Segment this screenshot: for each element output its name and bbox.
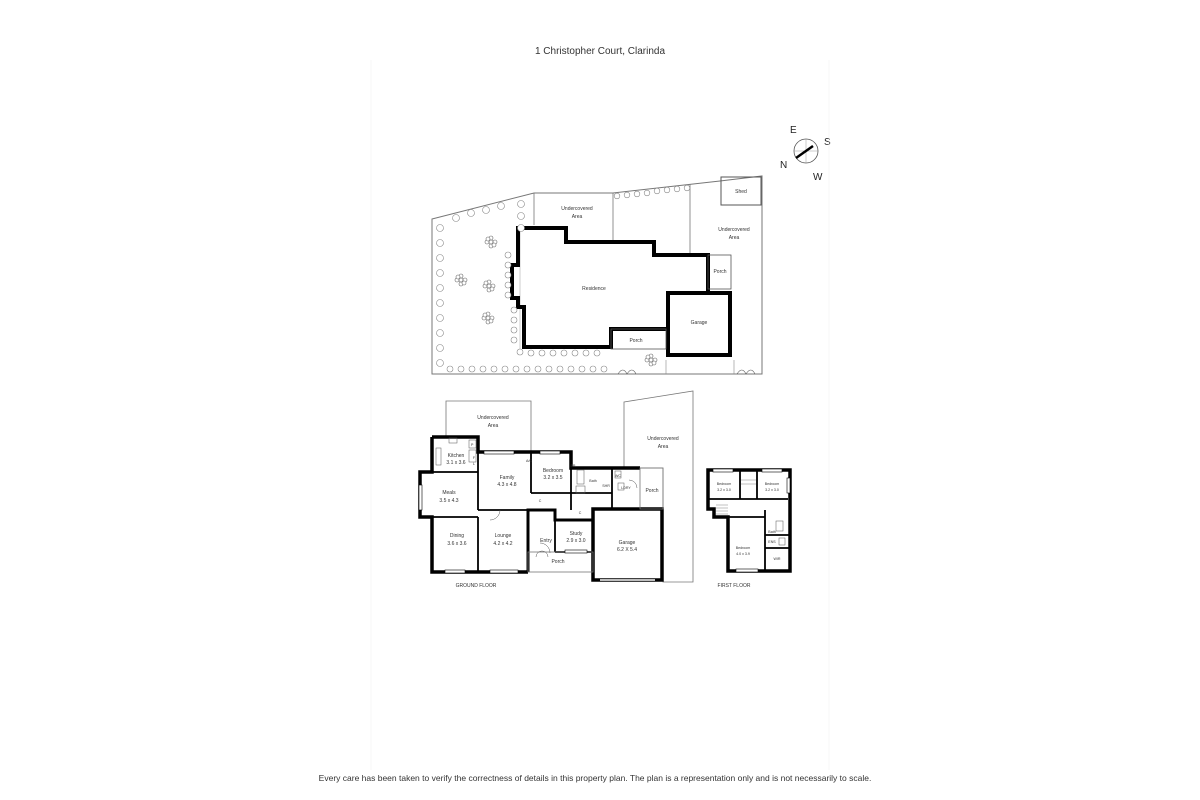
ff-bath-label: Bath — [768, 530, 775, 534]
gf-ac-label: A/C — [526, 459, 532, 463]
gf-lounge-dims: 4.2 x 4.2 — [493, 541, 512, 547]
gf-meals-label: Meals — [442, 490, 456, 496]
site-undercovered-top-label-2: Area — [572, 214, 583, 220]
site-plan: Shed Undercovered Area Undercovered Area… — [431, 175, 763, 375]
disclaimer-text: Every care has been taken to verify the … — [318, 773, 872, 783]
gf-caption: GROUND FLOOR — [456, 583, 497, 589]
gf-study-label: Study — [570, 531, 583, 537]
site-porch-front-label: Porch — [629, 338, 642, 344]
gf-family-label: Family — [500, 475, 515, 481]
gf-entry-label: Entry — [540, 538, 552, 544]
gf-kitchen-label: Kitchen — [448, 453, 465, 459]
site-undercovered-right-label: Undercovered — [718, 227, 750, 233]
gf-undercovered-top-label: Undercovered — [477, 415, 509, 421]
gf-bath-label: Bath — [589, 479, 596, 483]
gf-meals-dims: 3.5 x 4.3 — [439, 498, 458, 504]
ff-ensuite-label: ENS — [768, 540, 776, 544]
site-garage — [666, 291, 732, 357]
gf-porch-front-label: Porch — [551, 559, 564, 565]
site-undercovered-top-label: Undercovered — [561, 206, 593, 212]
gf-undercovered-top-label-2: Area — [488, 423, 499, 429]
gf-wc-label: WC — [615, 474, 621, 478]
gf-bedroom-label: Bedroom — [543, 468, 563, 474]
ff-bedroom-left-label: Bedroom — [717, 482, 732, 486]
gf-dining-dims: 3.6 x 3.6 — [447, 541, 466, 547]
compass-n: N — [780, 160, 787, 171]
site-shed — [720, 176, 762, 206]
site-garage-label: Garage — [691, 320, 708, 326]
first-floor-plan: Bedroom 3.2 x 3.0 Bedroom 3.2 x 3.0 Bedr… — [706, 468, 792, 589]
site-residence — [510, 226, 710, 349]
gf-study-dims: 2.9 x 3.0 — [566, 538, 585, 544]
gf-bedroom-dims: 3.2 x 3.5 — [543, 475, 562, 481]
site-undercovered-right-label-2: Area — [729, 235, 740, 241]
gf-undercovered-right-label-2: Area — [658, 444, 669, 450]
compass-s: S — [824, 137, 831, 148]
site-boundary — [431, 175, 763, 375]
compass-icon: E S W N — [780, 125, 831, 183]
gf-family-dims: 4.3 x 4.8 — [497, 482, 516, 488]
gf-l-label: L — [473, 462, 475, 466]
gf-shower-label: SHR — [602, 484, 610, 488]
site-porch-right-label: Porch — [713, 269, 726, 275]
site-porch-right — [707, 254, 732, 290]
gf-pantry-label: P — [471, 443, 474, 447]
gf-br-label: BR — [571, 464, 576, 468]
site-shed-label: Shed — [735, 189, 747, 195]
compass-e: E — [790, 125, 797, 136]
site-porch-front — [610, 328, 667, 350]
ff-bedroom-main-dims: 4.0 x 3.9 — [736, 552, 750, 556]
gf-closet-label: C — [539, 499, 542, 503]
ff-bedroom-right-dims: 3.2 x 3.0 — [765, 488, 779, 492]
gf-kitchen-dims: 3.1 x 3.6 — [446, 460, 465, 466]
ff-bedroom-right-label: Bedroom — [765, 482, 780, 486]
gf-closet-label-2: C — [579, 511, 582, 515]
ff-caption: FIRST FLOOR — [718, 583, 751, 589]
ground-floor-plan: Undercovered Area Undercovered Area Gara… — [418, 390, 694, 589]
gf-garage-dims: 6.2 X 5.4 — [617, 547, 637, 553]
gf-laundry-label: LDRY — [621, 486, 631, 490]
plan-title: 1 Christopher Court, Clarinda — [534, 46, 666, 57]
gf-dining-label: Dining — [450, 533, 464, 539]
site-residence-label: Residence — [582, 286, 606, 292]
gf-fridge-label: F — [473, 456, 476, 460]
gf-porch-side-label: Porch — [645, 488, 658, 494]
compass-w: W — [813, 172, 823, 183]
ff-bedroom-main-label: Bedroom — [736, 546, 751, 550]
ff-wir-label: WIR — [774, 557, 781, 561]
gf-undercovered-right-label: Undercovered — [647, 436, 679, 442]
gf-garage-label: Garage — [619, 540, 636, 546]
site-flower-bushes — [454, 235, 658, 367]
gf-lounge-label: Lounge — [495, 533, 512, 539]
site-hedge-shrubs — [436, 184, 691, 373]
ff-bedroom-left-dims: 3.2 x 3.0 — [717, 488, 731, 492]
